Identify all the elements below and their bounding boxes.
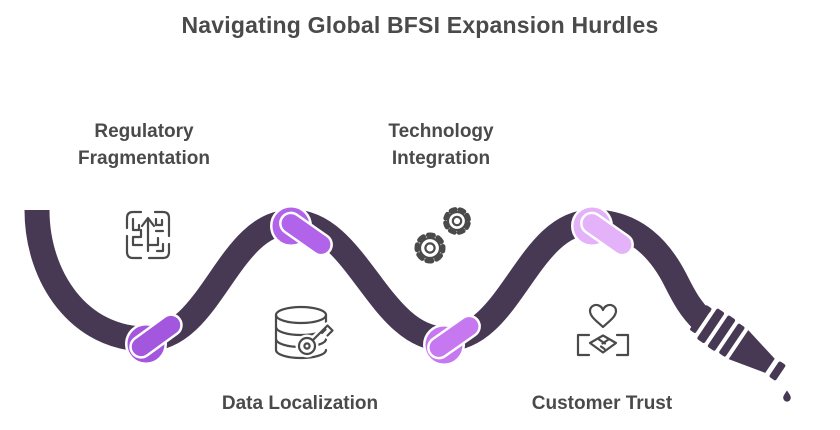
heart-icon	[588, 303, 618, 329]
gears-icon	[414, 207, 471, 264]
handshake-hands	[588, 334, 618, 354]
knot-2	[270, 205, 333, 257]
nozzle-band	[690, 305, 712, 333]
page-title: Navigating Global BFSI Expansion Hurdles	[181, 12, 659, 38]
label-data-localization: Data Localization	[221, 393, 379, 414]
maze-arrow-icon	[125, 210, 171, 260]
knot-1	[125, 313, 183, 365]
handshake-heart-icon	[576, 303, 630, 357]
label-technology-integration: Technology Integration	[388, 121, 494, 169]
handshake-fingers	[597, 338, 610, 351]
label-regulatory-fragmentation: Regulatory Fragmentation	[78, 121, 210, 169]
nozzle-cone	[728, 330, 775, 373]
maze-arrow-head	[140, 216, 156, 228]
nozzle-tip	[769, 361, 786, 381]
handshake-left-sleeve	[576, 333, 591, 357]
nozzle-end	[690, 305, 786, 381]
icons	[125, 207, 630, 360]
database-key-icon	[274, 305, 336, 360]
knot-4	[571, 205, 634, 257]
droplet-icon	[783, 390, 791, 402]
knot-3	[423, 314, 481, 366]
knot-2-end	[279, 211, 333, 257]
gear-large	[414, 232, 446, 264]
gear-small	[443, 207, 471, 235]
nozzle-band	[707, 315, 736, 351]
nozzle-band	[697, 308, 725, 343]
handshake-right-sleeve	[615, 333, 630, 357]
knot-3-end	[427, 314, 481, 360]
knot-4-end	[580, 211, 634, 257]
key-icon	[297, 324, 334, 356]
nozzle-band	[719, 323, 745, 357]
label-customer-trust: Customer Trust	[531, 393, 673, 414]
knot-1-end	[129, 313, 183, 359]
